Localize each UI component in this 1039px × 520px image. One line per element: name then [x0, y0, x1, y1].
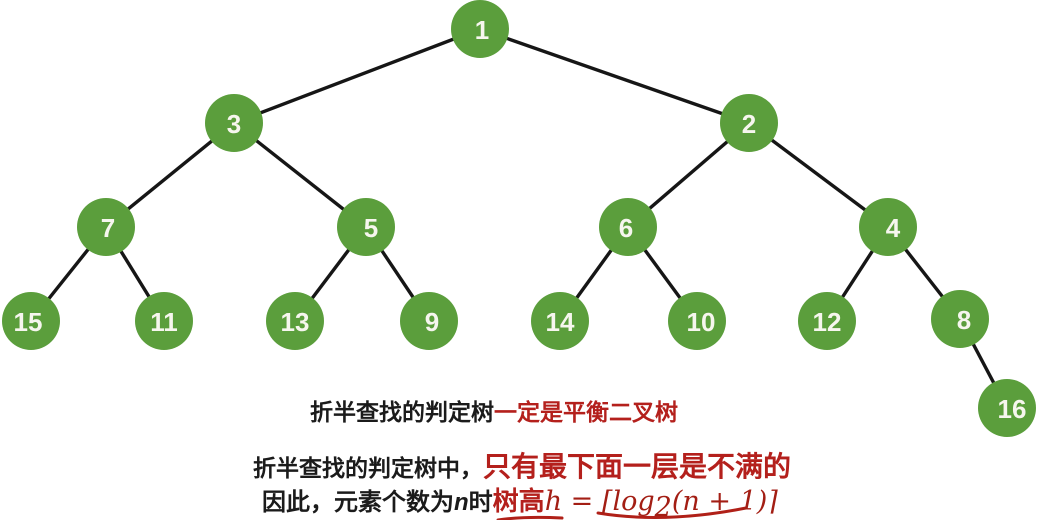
caption3-variable-n: n — [454, 489, 469, 516]
tree-node-12 — [798, 292, 856, 350]
tree-node-label-3: 3 — [227, 109, 241, 139]
tree-node-6 — [599, 198, 657, 256]
tree-node-label-15: 15 — [14, 307, 43, 337]
caption-bottom-level-statement: 折半查找的判定树中，只有最下面一层是不满的 — [253, 451, 792, 483]
tree-node-label-13: 13 — [281, 307, 310, 337]
formula-log-base: 2 — [654, 491, 672, 520]
tree-node-5 — [337, 198, 395, 256]
tree-edge-1-2 — [479, 27, 750, 125]
tree-node-label-7: 7 — [101, 213, 115, 243]
caption3-red-label: 树高 — [492, 486, 545, 516]
tree-node-16 — [978, 379, 1036, 437]
tree-edge-1-3 — [233, 27, 481, 125]
formula-equals: = — [570, 486, 594, 517]
tree-node-label-2: 2 — [742, 109, 756, 139]
caption2-black-text: 折半查找的判定树中， — [253, 455, 483, 481]
tree-node-label-12: 12 — [813, 307, 842, 337]
tree-node-label-14: 14 — [546, 307, 575, 337]
caption-tree-height-formula: 因此，元素个数为n时树高h = ⌈log2(n + 1)⌉ — [262, 487, 778, 520]
formula-right-ceiling: ⌉ — [767, 486, 778, 517]
tree-node-label-16: 16 — [998, 394, 1027, 424]
tree-node-1 — [451, 0, 509, 58]
caption1-black-text: 折半查找的判定树 — [310, 399, 494, 425]
tree-node-7 — [77, 198, 135, 256]
tree-node-8 — [931, 290, 989, 348]
caption1-red-text: 一定是平衡二叉树 — [494, 399, 678, 425]
formula-left-ceiling: ⌈ — [601, 486, 613, 517]
caption3-black-prefix: 因此，元素个数为 — [262, 489, 454, 516]
caption-balanced-statement: 折半查找的判定树一定是平衡二叉树 — [310, 399, 678, 425]
tree-node-15 — [2, 292, 60, 350]
tree-node-13 — [266, 292, 324, 350]
tree-node-label-1: 1 — [475, 15, 489, 45]
formula-h: h — [544, 486, 563, 517]
tree-node-2 — [720, 94, 778, 152]
caption2-red-text: 只有最下面一层是不满的 — [483, 451, 792, 482]
tree-node-11 — [135, 292, 193, 350]
formula-argument: (n + 1) — [671, 486, 768, 517]
tree-node-10 — [668, 292, 726, 350]
tree-node-3 — [205, 94, 263, 152]
tree-node-14 — [531, 292, 589, 350]
tree-node-label-11: 11 — [150, 307, 178, 337]
tree-node-9 — [400, 292, 458, 350]
formula-log: log — [612, 486, 655, 517]
tree-node-label-5: 5 — [364, 213, 378, 243]
tree-node-label-4: 4 — [886, 213, 901, 243]
tree-node-label-10: 10 — [687, 307, 716, 337]
tree-node-label-8: 8 — [957, 305, 971, 335]
tree-node-4 — [859, 198, 917, 256]
tree-node-label-6: 6 — [619, 213, 633, 243]
caption3-black-mid: 时 — [468, 489, 493, 516]
tree-node-label-9: 9 — [425, 307, 439, 337]
